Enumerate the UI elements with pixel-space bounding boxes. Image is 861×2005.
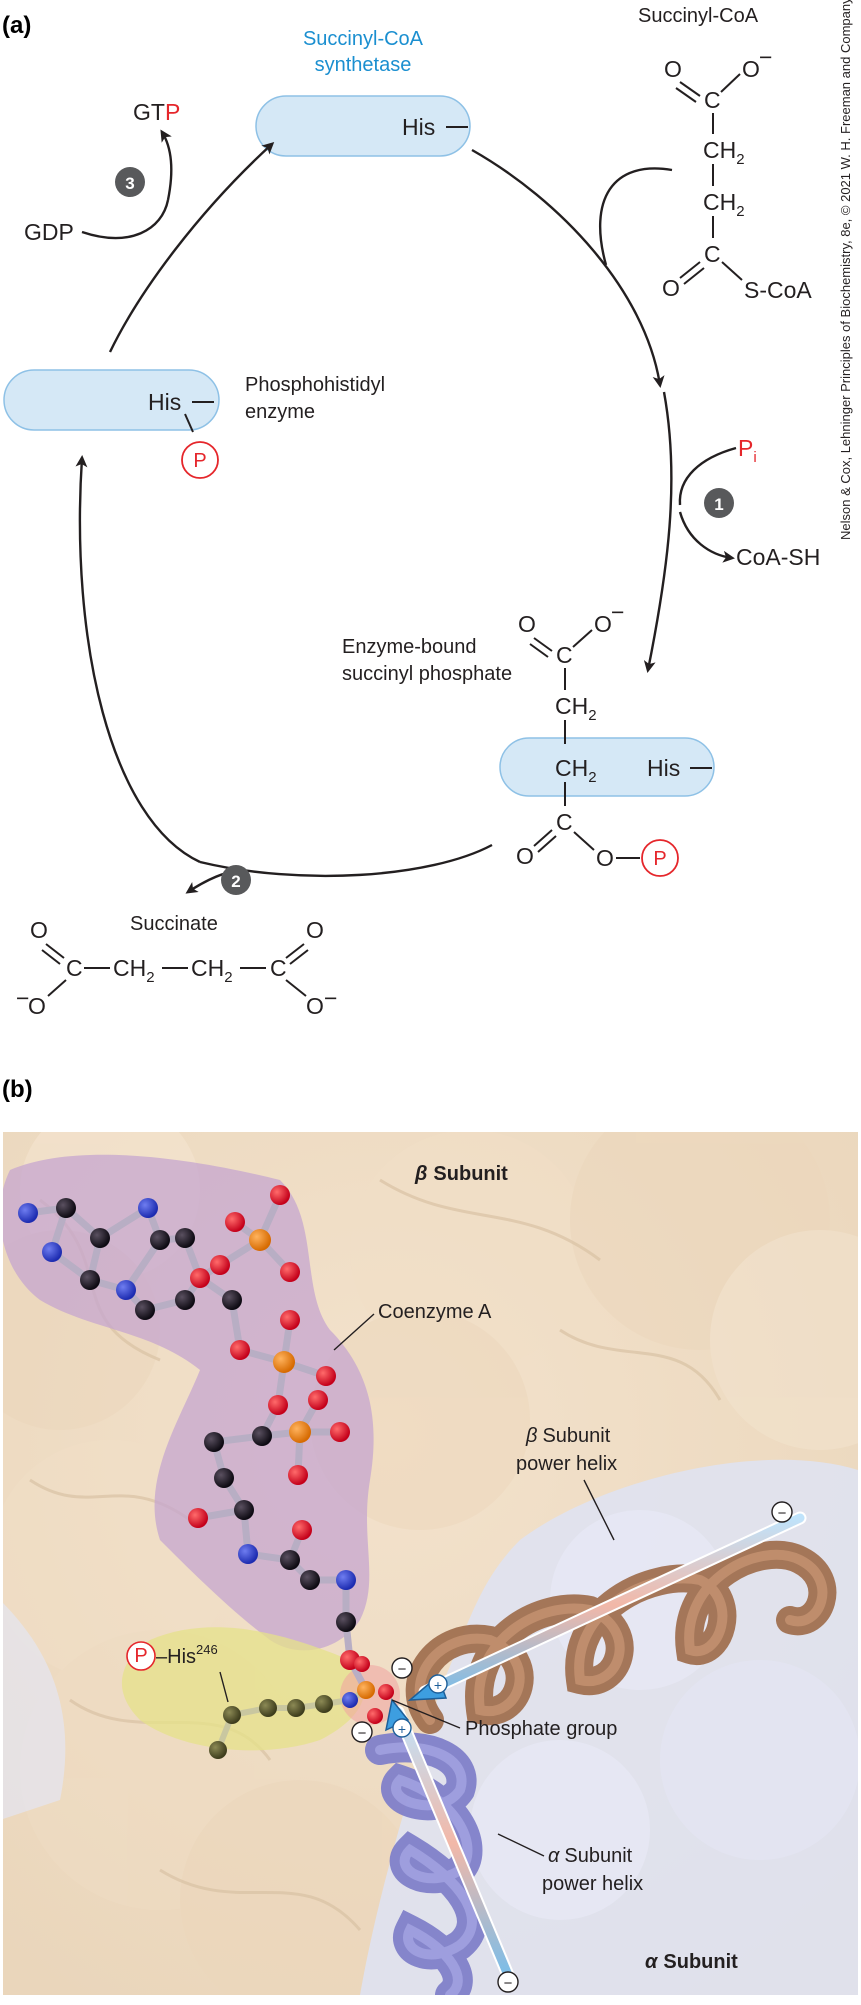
panel-b-label: (b) — [2, 1076, 33, 1103]
pi-entry-arrow — [678, 446, 737, 506]
enzyme-bound-line1: Enzyme-bound — [342, 636, 477, 658]
svg-text:–His246: –His246 — [156, 1642, 218, 1668]
gdp-entry-arrow — [81, 199, 170, 240]
alpha-helix-minus-end: − — [497, 1971, 519, 1993]
svg-text:O: O — [664, 56, 682, 82]
svg-text:−: − — [759, 44, 772, 70]
enzyme-bottom — [499, 737, 715, 797]
cycle-arrow-top-left — [108, 141, 275, 353]
gtp-label: GTP — [133, 99, 180, 125]
succinate-structure: O C − O CH2 CH2 C O O − — [16, 917, 337, 1019]
enzyme-top — [255, 95, 471, 157]
enzyme-bound-line2: succinyl phosphate — [342, 663, 512, 685]
enzyme-title-line2: synthetase — [315, 54, 412, 76]
svg-text:C: C — [270, 955, 287, 981]
coenzyme-a-label: Coenzyme A — [378, 1301, 492, 1323]
enzyme-left-his: His — [148, 389, 181, 415]
svg-text:C: C — [704, 87, 721, 113]
svg-text:CH2: CH2 — [555, 755, 597, 786]
alpha-helix-plus-end: + — [392, 1718, 412, 1738]
svg-text:O: O — [30, 917, 48, 943]
svg-text:1: 1 — [714, 495, 723, 514]
beta-helix-minus-end: − — [771, 1501, 793, 1523]
alpha-power-helix — [365, 1732, 487, 1995]
alpha-helix-label-2: power helix — [542, 1873, 643, 1895]
phosphate-minus-2: − — [351, 1721, 373, 1743]
svg-text:CH2: CH2 — [555, 693, 597, 724]
p-his-246-label: P –His246 — [126, 1641, 218, 1671]
cycle-arrow-right-lower — [643, 391, 673, 673]
phosphohistidyl-line1: Phosphohistidyl — [245, 374, 385, 396]
svg-text:O: O — [306, 993, 324, 1019]
svg-text:C: C — [556, 642, 573, 668]
gdp-label: GDP — [24, 219, 74, 245]
step-badge-2: 2 — [221, 865, 251, 895]
coa-sh-exit-arrow — [678, 511, 735, 563]
pi-label: Pi — [738, 435, 757, 466]
coa-sh-label: CoA-SH — [736, 544, 820, 570]
svg-text:−: − — [611, 599, 624, 625]
svg-text:−: − — [398, 1661, 407, 1678]
enzyme-top-his: His — [402, 114, 435, 140]
svg-text:−: − — [504, 1975, 513, 1992]
cycle-arrow-right — [471, 148, 665, 388]
svg-text:P: P — [653, 848, 666, 870]
svg-text:P: P — [134, 1645, 147, 1667]
protein-structure-render — [3, 1132, 858, 1995]
cycle-arrow-left — [75, 455, 201, 864]
enzyme-left — [3, 369, 220, 431]
svg-text:O: O — [594, 611, 612, 637]
svg-text:O: O — [662, 275, 680, 301]
enzyme-title-line1: Succinyl-CoA — [303, 28, 424, 50]
svg-text:O: O — [28, 993, 46, 1019]
phosphohistidyl-line2: enzyme — [245, 401, 315, 423]
gtp-exit-arrow — [160, 129, 173, 201]
svg-text:CH2: CH2 — [703, 189, 745, 220]
succinate-title: Succinate — [130, 913, 218, 935]
svg-text:−: − — [358, 1725, 367, 1742]
svg-text:O: O — [742, 56, 760, 82]
phosphate-group-label: Phosphate group — [465, 1718, 617, 1740]
beta-helix-plus-end: + — [428, 1674, 448, 1694]
phospho-his-p: P — [193, 450, 206, 472]
svg-text:O: O — [596, 845, 614, 871]
svg-text:−: − — [16, 985, 29, 1011]
svg-text:His: His — [647, 755, 680, 781]
svg-text:3: 3 — [125, 174, 134, 193]
svg-text:C: C — [556, 809, 573, 835]
svg-text:O: O — [306, 917, 324, 943]
svg-text:−: − — [778, 1505, 787, 1522]
svg-text:CH2: CH2 — [191, 955, 233, 986]
panel-a-label: (a) — [2, 12, 31, 39]
svg-text:+: + — [434, 1677, 442, 1693]
svg-text:S-CoA: S-CoA — [744, 277, 812, 303]
succinyl-coa-structure: O C O − CH2 CH2 C O S-CoA — [662, 44, 812, 303]
succinyl-coa-entry-arrow — [598, 167, 673, 266]
svg-text:C: C — [66, 955, 83, 981]
credit-text: Nelson & Cox, Lehninger Principles of Bi… — [838, 0, 853, 540]
svg-text:O: O — [516, 843, 534, 869]
svg-text:+: + — [398, 1721, 406, 1737]
phosphate-minus-1: − — [391, 1657, 413, 1679]
svg-text:−: − — [324, 985, 337, 1011]
step-badge-3: 3 — [115, 167, 145, 197]
step-badge-1: 1 — [704, 488, 734, 518]
svg-text:C: C — [704, 241, 721, 267]
svg-text:CH2: CH2 — [113, 955, 155, 986]
beta-helix-label-2: power helix — [516, 1453, 617, 1475]
succinyl-phosphate-structure: O C O − CH2 CH2 His C O O P — [516, 599, 712, 877]
svg-text:2: 2 — [231, 872, 240, 891]
svg-text:O: O — [518, 611, 536, 637]
svg-text:CH2: CH2 — [703, 137, 745, 168]
phospho-his-p-circle — [181, 441, 219, 479]
beta-power-helix — [405, 1540, 837, 1734]
succinyl-coa-title: Succinyl-CoA — [638, 5, 759, 27]
